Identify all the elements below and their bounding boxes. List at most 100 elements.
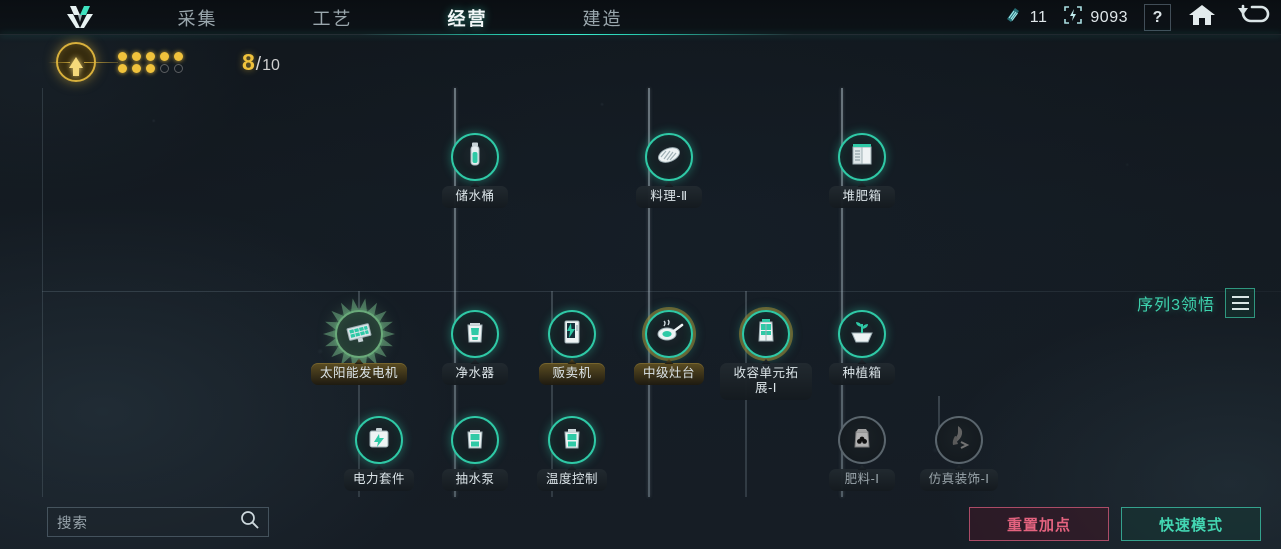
tech-node-label: 净水器	[442, 363, 508, 385]
tier-divider	[42, 291, 1281, 292]
level-dot	[174, 51, 183, 61]
shard-count: 11	[1029, 8, 1048, 26]
tech-node-label: 肥料-Ⅰ	[829, 469, 895, 491]
search-icon[interactable]	[240, 510, 259, 534]
shard-currency-icon	[1003, 5, 1023, 30]
tech-node-label: 电力套件	[343, 469, 414, 491]
tech-node-button[interactable]	[838, 310, 886, 358]
fertilizer-bag-icon	[847, 423, 877, 458]
tech-node-n9: 种植箱	[814, 310, 910, 385]
tech-node-n12: 温度控制	[524, 416, 620, 491]
tech-node-n7: 中级灶台	[621, 310, 717, 385]
footer-actions: 重置加点 快速模式	[969, 507, 1261, 541]
sequence-insight-tag: 序列3领悟	[1137, 288, 1255, 318]
level-dot	[132, 51, 141, 61]
search-placeholder: 搜索	[57, 515, 88, 532]
water-purifier-icon	[460, 317, 490, 352]
help-button[interactable]: ?	[1144, 4, 1171, 31]
tech-node-button[interactable]	[838, 133, 886, 181]
search-input[interactable]: 搜索	[47, 507, 269, 537]
level-dot	[146, 63, 155, 73]
tech-node-label: 种植箱	[829, 363, 895, 385]
water-tank-icon	[460, 140, 490, 175]
tech-node-button[interactable]	[548, 310, 596, 358]
tab-gongyi[interactable]: 工艺	[312, 8, 353, 29]
level-max: 10	[262, 56, 280, 74]
tech-node-n5: 净水器	[427, 310, 523, 385]
tree-connector-line	[551, 291, 553, 497]
quick-mode-button[interactable]: 快速模式	[1121, 507, 1261, 541]
thermostat-icon	[557, 423, 587, 458]
level-dot	[160, 51, 169, 61]
tech-node-n14: 仿真装饰-Ⅰ	[911, 416, 1007, 491]
tech-node-button[interactable]	[451, 310, 499, 358]
vending-machine-icon	[557, 317, 587, 352]
level-current: 8	[242, 48, 255, 75]
water-pump-icon	[460, 423, 490, 458]
planter-box-icon	[847, 317, 877, 352]
level-dot	[118, 63, 127, 73]
tech-node-n8: 收容单元拓展-Ⅰ	[718, 310, 814, 400]
tab-jingying[interactable]: 经营	[447, 8, 488, 29]
top-header-bar: 采集 工艺 经营 建造 11	[0, 0, 1281, 35]
energy-count: 9093	[1090, 8, 1128, 26]
tech-node-button[interactable]	[645, 133, 693, 181]
power-kit-icon	[364, 423, 394, 458]
tab-jianzao[interactable]: 建造	[582, 8, 623, 29]
tech-node-label: 堆肥箱	[829, 186, 895, 208]
solar-panel-icon	[344, 317, 374, 352]
tech-node-n3: 堆肥箱	[814, 133, 910, 208]
resource-shard: 11	[1003, 5, 1048, 30]
header-right-cluster: 11 9093 ?	[1003, 0, 1271, 35]
reset-points-button[interactable]: 重置加点	[969, 507, 1109, 541]
level-dot	[118, 51, 127, 61]
tech-node-button[interactable]	[323, 298, 395, 370]
tech-node-label: 太阳能发电机	[311, 363, 407, 385]
header-bottom-accent	[0, 34, 1281, 35]
cooked-fish-icon	[654, 140, 684, 175]
tech-node-n2: 料理-Ⅱ	[621, 133, 717, 208]
tech-node-button[interactable]	[355, 416, 403, 464]
energy-bracket-icon	[1063, 5, 1083, 30]
level-dot	[160, 63, 169, 73]
tech-node-button[interactable]	[838, 416, 886, 464]
tech-node-label: 仿真装饰-Ⅰ	[919, 469, 999, 491]
home-icon[interactable]	[1187, 2, 1217, 33]
tech-node-n13: 肥料-Ⅰ	[814, 416, 910, 491]
decor-statue-icon	[944, 423, 974, 458]
tech-node-button[interactable]	[451, 133, 499, 181]
tree-connector-line	[454, 88, 456, 497]
tree-left-border	[42, 88, 43, 497]
stove-pan-icon	[654, 317, 684, 352]
tech-node-button[interactable]	[742, 310, 790, 358]
tree-connector-line	[648, 88, 650, 497]
tech-node-button[interactable]	[548, 416, 596, 464]
back-arrow-icon[interactable]	[1237, 2, 1271, 33]
tree-connector-line	[938, 396, 940, 440]
tech-node-n4: 太阳能发电机	[311, 298, 407, 385]
tech-node-button[interactable]	[451, 416, 499, 464]
level-separator: /	[255, 53, 262, 75]
tech-node-button[interactable]	[645, 310, 693, 358]
tech-node-label: 收容单元拓展-Ⅰ	[720, 363, 812, 400]
tech-node-button[interactable]	[935, 416, 983, 464]
tech-node-label: 储水桶	[442, 186, 508, 208]
tech-node-label: 贩卖机	[539, 363, 605, 385]
tech-node-n6: 贩卖机	[524, 310, 620, 385]
main-nav-tabs: 采集 工艺 经营 建造	[130, 0, 670, 35]
resource-energy: 9093	[1063, 5, 1128, 30]
tech-node-label: 抽水泵	[442, 469, 508, 491]
tree-connector-line	[358, 291, 360, 497]
tech-node-label: 中级灶台	[633, 363, 704, 385]
hamburger-menu-icon[interactable]	[1225, 288, 1255, 318]
level-up-arrow-icon[interactable]	[48, 42, 118, 82]
tech-node-n11: 抽水泵	[427, 416, 523, 491]
sequence-label: 序列3领悟	[1137, 297, 1215, 314]
brand-logo-icon	[62, 2, 98, 32]
level-dot	[174, 63, 183, 73]
tech-node-label: 温度控制	[536, 469, 607, 491]
level-progress-bar: 8 / 10	[48, 42, 280, 82]
compost-bin-icon	[847, 140, 877, 175]
tab-caiji[interactable]: 采集	[177, 8, 218, 29]
